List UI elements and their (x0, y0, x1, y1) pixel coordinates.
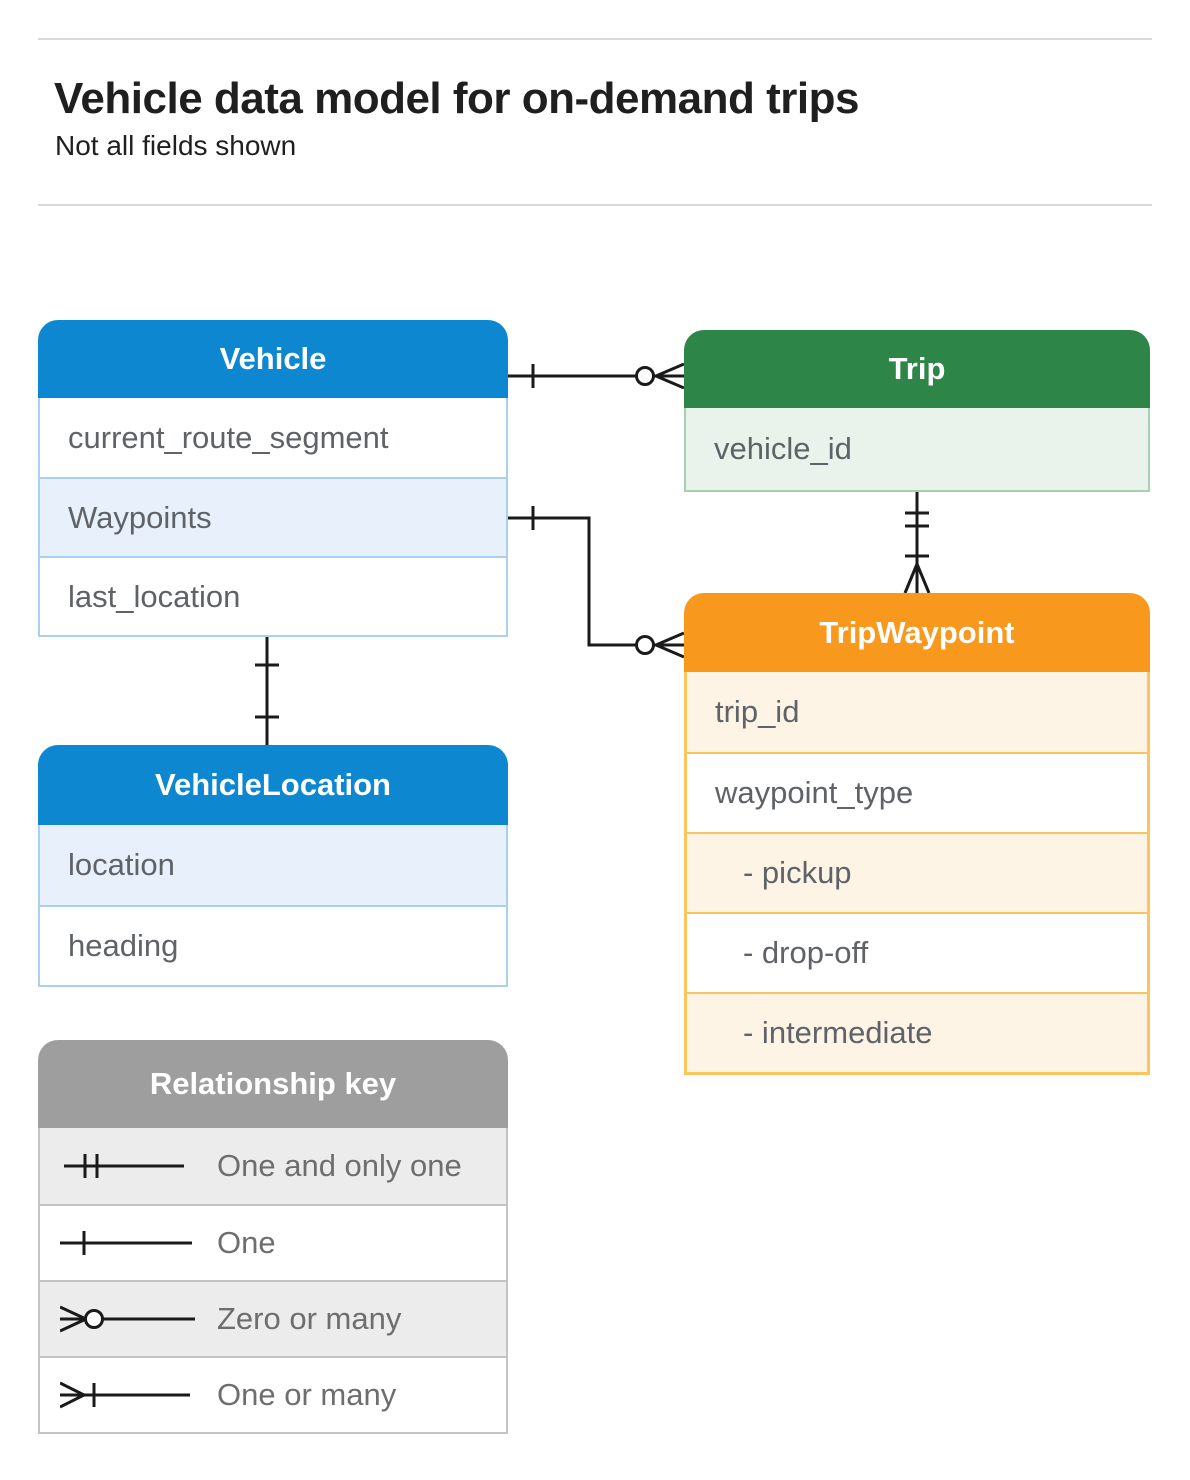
field-last-location: last_location (40, 556, 506, 635)
entity-tripwaypoint-title: TripWaypoint (684, 593, 1150, 672)
entity-trip-fields: vehicle_id (684, 408, 1150, 492)
key-row-one-or-many: One or many (40, 1356, 506, 1432)
enum-pickup: - pickup (687, 832, 1147, 912)
field-heading: heading (40, 905, 506, 985)
one-or-many-icon (60, 1381, 190, 1409)
field-waypoint-type: waypoint_type (687, 752, 1147, 832)
relationship-key-title: Relationship key (38, 1040, 508, 1128)
entity-vehiclelocation: VehicleLocation location heading (38, 745, 508, 987)
connector-trip-tripwaypoint (903, 490, 931, 594)
entity-vehicle-title: Vehicle (38, 320, 508, 398)
divider-top (38, 38, 1152, 40)
key-row-one: One (40, 1204, 506, 1280)
entity-vehicle: Vehicle current_route_segment Waypoints … (38, 320, 508, 637)
connector-vehicle-vehiclelocation (255, 635, 279, 745)
relationship-key-rows: One and only one One Zero or many (38, 1128, 508, 1434)
entity-vehiclelocation-fields: location heading (38, 825, 508, 987)
field-vehicle-id: vehicle_id (686, 408, 1148, 490)
connector-waypoints-tripwaypoint (508, 506, 685, 659)
entity-trip: Trip vehicle_id (684, 330, 1150, 492)
enum-intermediate: - intermediate (687, 992, 1147, 1072)
zero-or-many-icon (60, 1305, 195, 1333)
connector-vehicle-trip (508, 362, 685, 390)
entity-trip-title: Trip (684, 330, 1150, 408)
field-waypoints: Waypoints (40, 477, 506, 556)
entity-vehiclelocation-title: VehicleLocation (38, 745, 508, 825)
one-icon (60, 1231, 192, 1255)
key-label: One or many (217, 1377, 397, 1412)
entity-tripwaypoint: TripWaypoint trip_id waypoint_type - pic… (684, 593, 1150, 1075)
key-row-zero-or-many: Zero or many (40, 1280, 506, 1356)
key-label: Zero or many (217, 1301, 402, 1336)
key-label: One (217, 1225, 276, 1260)
enum-drop-off: - drop-off (687, 912, 1147, 992)
entity-vehicle-fields: current_route_segment Waypoints last_loc… (38, 398, 508, 637)
key-label: One and only one (217, 1148, 462, 1183)
relationship-key: Relationship key One and only one One (38, 1040, 508, 1434)
field-trip-id: trip_id (687, 672, 1147, 752)
field-location: location (40, 825, 506, 905)
entity-tripwaypoint-fields: trip_id waypoint_type - pickup - drop-of… (684, 672, 1150, 1075)
divider-under-title (38, 204, 1152, 206)
one-and-only-one-icon (64, 1154, 184, 1178)
key-row-one-and-only-one: One and only one (40, 1128, 506, 1204)
page-title: Vehicle data model for on-demand trips (54, 74, 859, 123)
field-current-route-segment: current_route_segment (40, 398, 506, 477)
page-subtitle: Not all fields shown (55, 130, 297, 161)
